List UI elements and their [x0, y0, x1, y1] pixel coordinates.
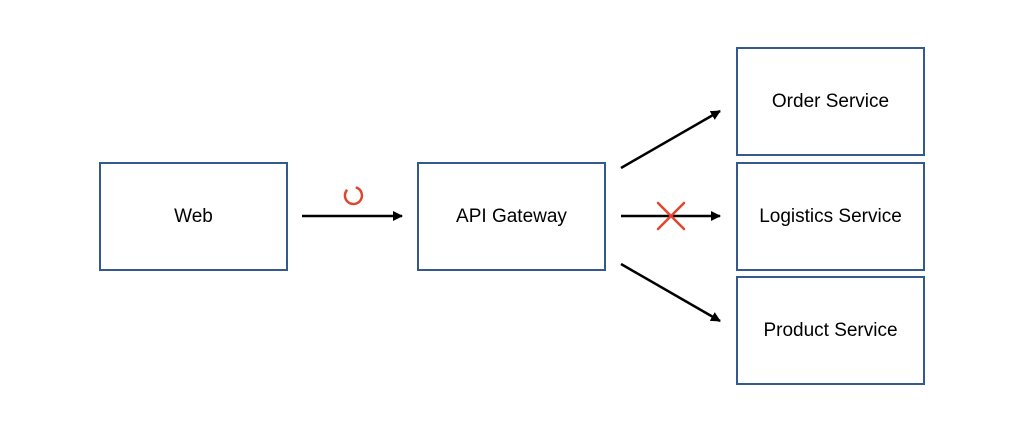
- logistics-service-node-label: Logistics Service: [759, 205, 902, 227]
- api-gateway-node: API Gateway: [417, 162, 606, 271]
- web-node-label: Web: [174, 205, 213, 227]
- edge-gateway-to-product: [620, 262, 721, 323]
- logistics-service-node: Logistics Service: [736, 162, 925, 271]
- web-node: Web: [99, 162, 288, 271]
- product-service-node: Product Service: [736, 276, 925, 385]
- failure-x-icon: [656, 201, 686, 231]
- api-gateway-node-label: API Gateway: [456, 205, 567, 227]
- loading-spinner-icon: [343, 186, 364, 206]
- edge-gateway-to-order: [620, 109, 721, 170]
- order-service-node-label: Order Service: [771, 90, 890, 112]
- order-service-node: Order Service: [736, 47, 925, 156]
- product-service-node-label: Product Service: [763, 319, 898, 341]
